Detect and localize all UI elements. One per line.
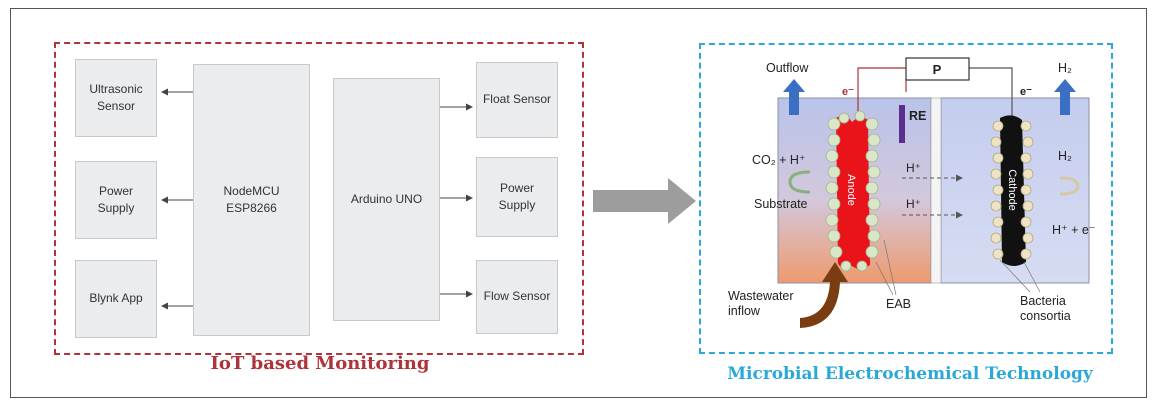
leader-lines	[875, 239, 1041, 296]
anode-label: Anode	[845, 174, 857, 206]
h-plus-e-label: H⁺ + e⁻	[1052, 223, 1095, 237]
re-label: RE	[909, 109, 926, 123]
substrate-label: Substrate	[754, 197, 808, 211]
power-supply-left-line1: Power	[98, 183, 133, 198]
blynk-app-block: Blynk App	[75, 260, 157, 338]
ultrasonic-label-line1: Ultrasonic	[89, 81, 143, 96]
iot-panel-border	[54, 42, 584, 355]
power-supply-left-line2: Supply	[97, 201, 135, 215]
circuit-wires-right	[969, 67, 1013, 117]
h2-right-label: H₂	[1058, 149, 1072, 163]
h-plus-label-1: H⁺	[906, 161, 921, 175]
blynk-app-label: Blynk App	[89, 291, 143, 306]
arduino-uno-label: Arduino UNO	[350, 191, 423, 206]
eab-label: EAB	[886, 297, 911, 311]
electron-right-label: e⁻	[1020, 86, 1032, 98]
h-plus-label-2: H⁺	[906, 197, 921, 211]
h2-top-label: H₂	[1058, 61, 1072, 75]
outflow-arrow	[783, 79, 805, 115]
flow-arrow	[593, 178, 696, 224]
proton-transfer-arrows	[902, 174, 963, 219]
flow-sensor-block: Flow Sensor	[476, 260, 558, 334]
nodemcu-label-line1: NodeMCU	[223, 183, 280, 198]
nodemcu-label-line2: ESP8266	[226, 201, 277, 215]
membrane	[930, 97, 942, 284]
power-supply-right-line2: Supply	[498, 198, 536, 212]
anode-electrode: Anode	[825, 110, 881, 272]
bacteria-label-line1: Bacteria	[1020, 294, 1066, 308]
h2-up-arrow	[1054, 79, 1076, 115]
bacteria-label-line2: consortia	[1020, 309, 1071, 323]
wastewater-label-line1: Wastewater	[728, 289, 794, 303]
power-supply-right-line1: Power	[499, 180, 534, 195]
potentiostat-box	[905, 57, 970, 81]
met-panel-border	[699, 43, 1113, 354]
outflow-label: Outflow	[766, 61, 809, 75]
substrate-cycle-icon	[788, 170, 811, 194]
float-sensor-label: Float Sensor	[482, 92, 552, 107]
figure-frame	[10, 8, 1147, 398]
ultrasonic-label-line2: Sensor	[96, 99, 135, 113]
iot-caption: IoT based Monitoring	[210, 353, 430, 374]
arduino-to-right-arrows	[440, 103, 473, 298]
h2-cycle-icon	[1059, 176, 1080, 196]
potentiostat-label: P	[933, 62, 942, 77]
cathode-electrode: Cathode	[990, 115, 1034, 266]
co2-label: CO₂ + H⁺	[752, 153, 805, 167]
met-caption: Microbial Electrochemical Technology	[727, 364, 1093, 384]
wastewater-label-line2: inflow	[728, 304, 761, 318]
reference-electrode	[899, 105, 905, 143]
float-sensor-block: Float Sensor	[476, 62, 558, 138]
nodemcu-to-left-arrows	[161, 88, 193, 310]
inflow-arrow	[800, 262, 848, 328]
flow-sensor-label: Flow Sensor	[483, 289, 551, 304]
cathode-label: Cathode	[1006, 169, 1018, 211]
electron-left-label: e⁻	[842, 86, 854, 98]
nodemcu-block: NodeMCU ESP8266	[193, 64, 310, 336]
arduino-uno-block: Arduino UNO	[333, 78, 440, 321]
